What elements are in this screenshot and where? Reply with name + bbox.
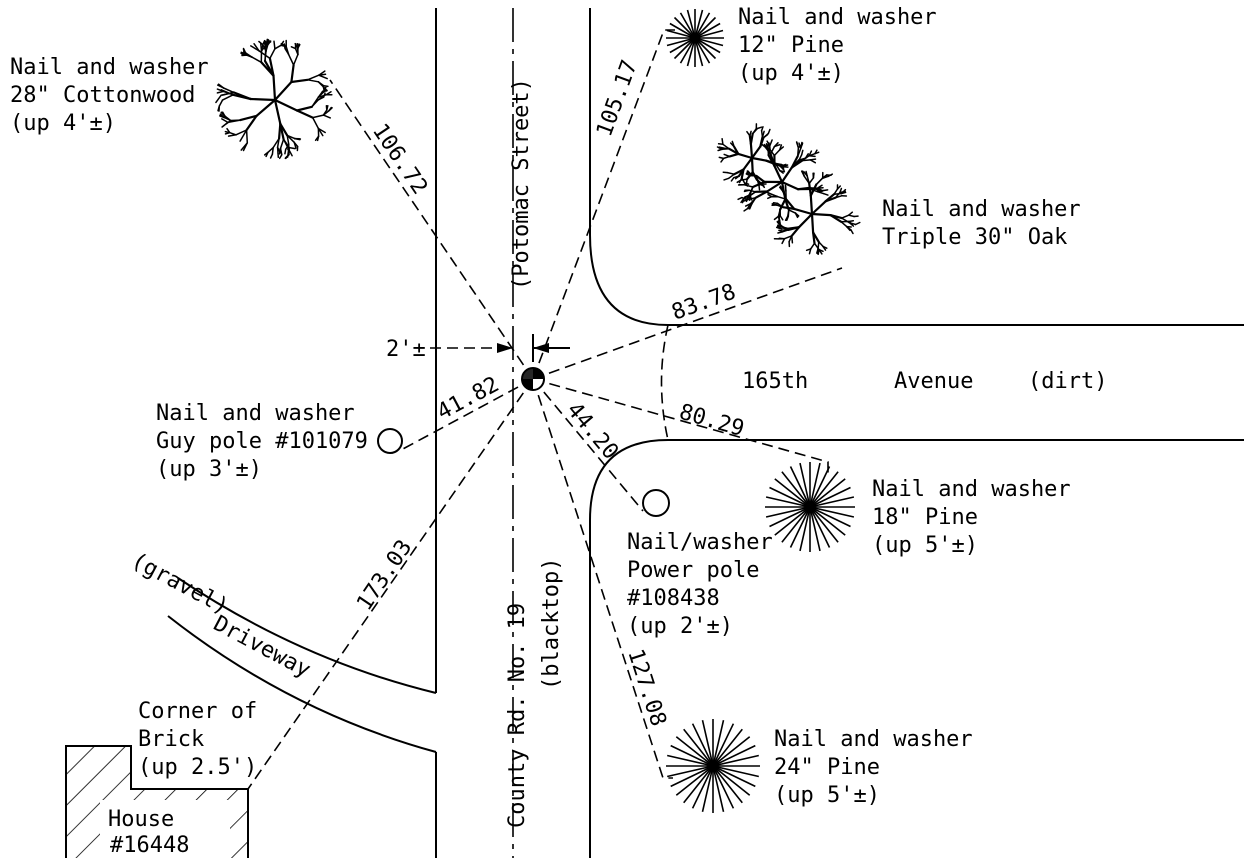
tie-line-cottonwood <box>329 79 534 380</box>
main-road-alias: (Potomac Street) <box>509 78 534 290</box>
driveway-surface: (gravel) <box>127 548 232 620</box>
pine-18-line-3: (up 5'±) <box>872 533 978 558</box>
house-corner-line-1: Corner of <box>138 699 257 724</box>
distance-power-pole: 44.20 <box>561 398 623 465</box>
distance-pine-12: 105.17 <box>592 57 643 140</box>
intersection-arc <box>660 324 669 441</box>
cottonwood-line-3: (up 4'±) <box>10 111 116 136</box>
guy-pole-line-3: (up 3'±) <box>156 457 262 482</box>
house-corner-line-3: (up 2.5') <box>138 755 257 780</box>
house-label-line-1: House <box>108 807 174 832</box>
label-oak: Nail and washer Triple 30" Oak <box>882 197 1081 250</box>
offset-dimension: 2'± <box>386 334 570 362</box>
road-edges <box>167 8 1244 858</box>
label-pine-24: Nail and washer 24" Pine (up 5'±) <box>774 727 973 808</box>
main-road-surface: (blacktop) <box>539 558 564 690</box>
cottonwood-line-1: Nail and washer <box>10 55 209 80</box>
pine-18-line-1: Nail and washer <box>872 477 1071 502</box>
pine-18-icon <box>765 462 855 552</box>
label-power-pole: Nail/washer Power pole #108438 (up 2'±) <box>627 530 773 639</box>
tie-line-power-pole <box>532 378 644 512</box>
monument-symbol <box>521 367 545 391</box>
pine-24-line-2: 24" Pine <box>774 755 880 780</box>
house-corner-line-2: Brick <box>138 727 204 752</box>
offset-label: 2'± <box>386 337 426 362</box>
label-pine-12: Nail and washer 12" Pine (up 4'±) <box>738 5 937 86</box>
power-pole-line-3: #108438 <box>627 586 720 611</box>
oak-icon <box>716 123 861 256</box>
power-pole-line-2: Power pole <box>627 558 759 583</box>
main-road-label: County Rd. No. 19 <box>505 603 530 828</box>
pine-18-line-2: 18" Pine <box>872 505 978 530</box>
distance-pine-24: 127.08 <box>622 646 670 729</box>
side-road-name: 165th <box>742 369 808 394</box>
power-pole-line-4: (up 2'±) <box>627 614 733 639</box>
side-road-surface: (dirt) <box>1028 369 1107 394</box>
driveway-edge-south <box>167 615 437 753</box>
pine-12-line-2: 12" Pine <box>738 33 844 58</box>
driveway-edge-north <box>177 577 437 694</box>
pine-24-line-3: (up 5'±) <box>774 783 880 808</box>
pine-24-icon <box>666 719 760 813</box>
tie-line-pine-24 <box>532 378 673 779</box>
distance-cottonwood: 106.72 <box>367 119 432 199</box>
guy-pole-line-1: Nail and washer <box>156 401 355 426</box>
tie-line-guy-pole <box>400 378 534 451</box>
house-footprint: House #16448 <box>65 745 249 858</box>
tie-line-pine-12 <box>532 29 675 380</box>
distance-pine-18: 80.29 <box>676 400 747 442</box>
distance-guy-pole: 41.82 <box>433 372 503 425</box>
cottonwood-icon <box>215 38 333 160</box>
oak-line-2: Triple 30" Oak <box>882 225 1067 250</box>
label-house-corner: Corner of Brick (up 2.5') <box>138 699 257 780</box>
east-road-edge-north <box>589 8 1244 326</box>
label-pine-18: Nail and washer 18" Pine (up 5'±) <box>872 477 1071 558</box>
east-road-edge-south <box>589 439 1244 858</box>
guy-pole-icon <box>377 428 403 454</box>
pine-12-line-3: (up 4'±) <box>738 61 844 86</box>
cottonwood-line-2: 28" Cottonwood <box>10 83 195 108</box>
driveway-label: Driveway <box>209 611 314 683</box>
tie-line-house-corner <box>247 378 534 790</box>
label-cottonwood: Nail and washer 28" Cottonwood (up 4'±) <box>10 55 209 136</box>
tie-lines <box>247 29 843 790</box>
power-pole-icon <box>642 489 670 517</box>
distance-house-corner: 173.03 <box>352 535 417 615</box>
oak-line-1: Nail and washer <box>882 197 1081 222</box>
power-pole-line-1: Nail/washer <box>627 530 773 555</box>
distance-oak: 83.78 <box>669 279 740 325</box>
tie-line-oak <box>532 267 843 380</box>
house-label-line-2: #16448 <box>110 833 189 858</box>
pine-24-line-1: Nail and washer <box>774 727 973 752</box>
guy-pole-line-2: Guy pole #101079 <box>156 429 368 454</box>
label-guy-pole: Nail and washer Guy pole #101079 (up 3'±… <box>156 401 368 482</box>
side-road-type: Avenue <box>894 369 973 394</box>
pine-12-line-1: Nail and washer <box>738 5 937 30</box>
pine-12-icon <box>666 9 724 67</box>
